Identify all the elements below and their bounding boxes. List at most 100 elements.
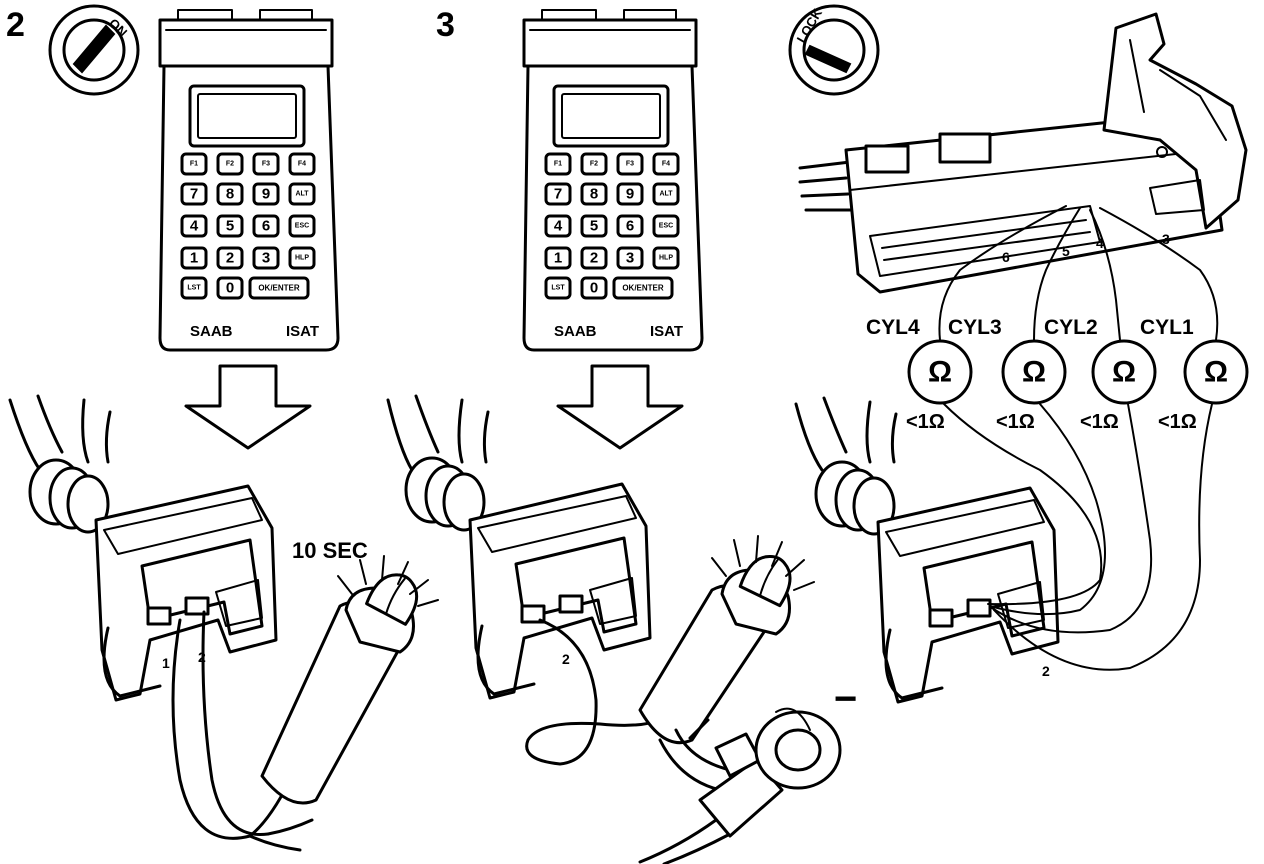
keypad-key xyxy=(544,182,572,206)
keypad-key xyxy=(616,246,644,270)
cylinder-label: CYL2 xyxy=(1044,316,1098,339)
keypad-key-label: 2 xyxy=(590,250,598,267)
ecu-pin-6: 6 xyxy=(1002,249,1010,265)
injector-connector-icon xyxy=(94,484,278,702)
keypad-key xyxy=(544,246,572,270)
keypad-key xyxy=(252,182,280,206)
keypad-key-label: 3 xyxy=(262,250,270,267)
ground-symbol: − xyxy=(834,677,857,721)
step-3-number: 3 xyxy=(436,6,455,44)
keypad-key xyxy=(544,214,572,238)
keypad-key xyxy=(180,246,208,270)
wiring-harness-icon xyxy=(794,396,898,536)
keypad-key xyxy=(580,152,608,176)
resistance-reading: <1Ω xyxy=(906,411,945,433)
keypad-key xyxy=(216,276,244,300)
keypad-key-label: LST xyxy=(187,285,201,292)
keypad-key xyxy=(652,152,680,176)
keypad-key-label: 6 xyxy=(262,218,270,235)
keypad-key xyxy=(252,152,280,176)
test-lamp-icon xyxy=(638,535,815,792)
tester-model-label: ISAT xyxy=(286,323,319,340)
cylinder-label: CYL4 xyxy=(866,316,920,339)
keypad-key-label: F3 xyxy=(626,161,634,168)
wiring-harness-icon xyxy=(8,394,112,534)
keypad-key-label: F3 xyxy=(262,161,270,168)
keypad-key xyxy=(180,182,208,206)
cylinder-cyl3: CYL3 Ω <1Ω xyxy=(948,316,1067,433)
keypad-key xyxy=(288,152,316,176)
keypad-key xyxy=(216,152,244,176)
ohmmeter-icon: Ω xyxy=(1001,339,1067,405)
keypad-key xyxy=(580,214,608,238)
ecu-pin-4: 4 xyxy=(1096,235,1104,251)
keypad-key xyxy=(612,276,674,300)
ohm-symbol: Ω xyxy=(1022,356,1046,389)
pin-label-1: 1 xyxy=(162,655,170,671)
duration-label: 10 SEC xyxy=(292,538,368,563)
keypad-key-label: 9 xyxy=(262,186,270,203)
keypad-key xyxy=(248,276,310,300)
keypad-key xyxy=(652,246,680,270)
ignition-switch-lock-icon: LOCK xyxy=(788,4,880,96)
keypad-key-label: ALT xyxy=(295,191,309,198)
keypad-key-label: ESC xyxy=(295,223,309,230)
step-2-number: 2 xyxy=(6,6,25,44)
keypad-key-label: 7 xyxy=(554,186,562,203)
ohm-symbol: Ω xyxy=(1204,356,1228,389)
ohmmeter-leads-bottom xyxy=(943,403,1213,671)
cylinder-cyl4: CYL4 Ω <1Ω xyxy=(866,316,973,433)
keypad-key-label: F1 xyxy=(554,161,562,168)
ohmmeter-icon: Ω xyxy=(1183,339,1249,405)
step-4-panel: LOCK 6 5 4 3 CYL4 xyxy=(788,4,1249,704)
keypad-key-label: 1 xyxy=(554,250,562,267)
ohm-symbol: Ω xyxy=(1112,356,1136,389)
keypad-key-label: 4 xyxy=(190,218,199,235)
keypad-key xyxy=(580,276,608,300)
test-lamp-lead xyxy=(525,618,662,766)
keypad-key xyxy=(216,182,244,206)
test-lamp-leads xyxy=(171,610,314,852)
pin-label-2: 2 xyxy=(562,651,570,667)
cylinder-label: CYL3 xyxy=(948,316,1002,339)
keypad-key-label: HLP xyxy=(659,255,673,262)
keypad-key xyxy=(580,182,608,206)
keypad-key-label: HLP xyxy=(295,255,309,262)
keypad-key-label: OK/ENTER xyxy=(258,284,300,293)
keypad-key xyxy=(580,246,608,270)
keypad-key-label: ESC xyxy=(659,223,673,230)
keypad-key xyxy=(652,182,680,206)
keypad-key-label: 7 xyxy=(190,186,198,203)
keypad-key-label: 8 xyxy=(226,186,234,203)
keypad-key xyxy=(180,214,208,238)
keypad-key-label: 9 xyxy=(626,186,634,203)
keypad-key xyxy=(216,246,244,270)
keypad-key xyxy=(288,182,316,206)
down-arrow-icon xyxy=(184,364,312,450)
cylinder-label: CYL1 xyxy=(1140,316,1194,339)
keypad-key xyxy=(616,182,644,206)
cylinder-cyl1: CYL1 Ω <1Ω xyxy=(1140,316,1249,433)
keypad-key-label: OK/ENTER xyxy=(622,284,664,293)
keypad-key-label: 6 xyxy=(626,218,634,235)
keypad-key-label: F1 xyxy=(190,161,198,168)
ignition-switch-on-icon: ON xyxy=(48,4,140,96)
resistance-reading: <1Ω xyxy=(1080,411,1119,433)
wiring-harness-icon xyxy=(386,394,490,532)
keypad-key-label: ALT xyxy=(659,191,673,198)
ohm-symbol: Ω xyxy=(928,356,952,389)
ohmmeter-icon: Ω xyxy=(907,339,973,405)
keypad-key-label: LST xyxy=(551,285,565,292)
tester-model-label: ISAT xyxy=(650,323,683,340)
keypad-key xyxy=(288,246,316,270)
keypad-key xyxy=(252,214,280,238)
keypad-key xyxy=(180,276,208,300)
keypad-key-label: 4 xyxy=(554,218,563,235)
ecu-pin-5: 5 xyxy=(1062,243,1070,259)
injector-pin-2: 2 xyxy=(1042,663,1050,679)
